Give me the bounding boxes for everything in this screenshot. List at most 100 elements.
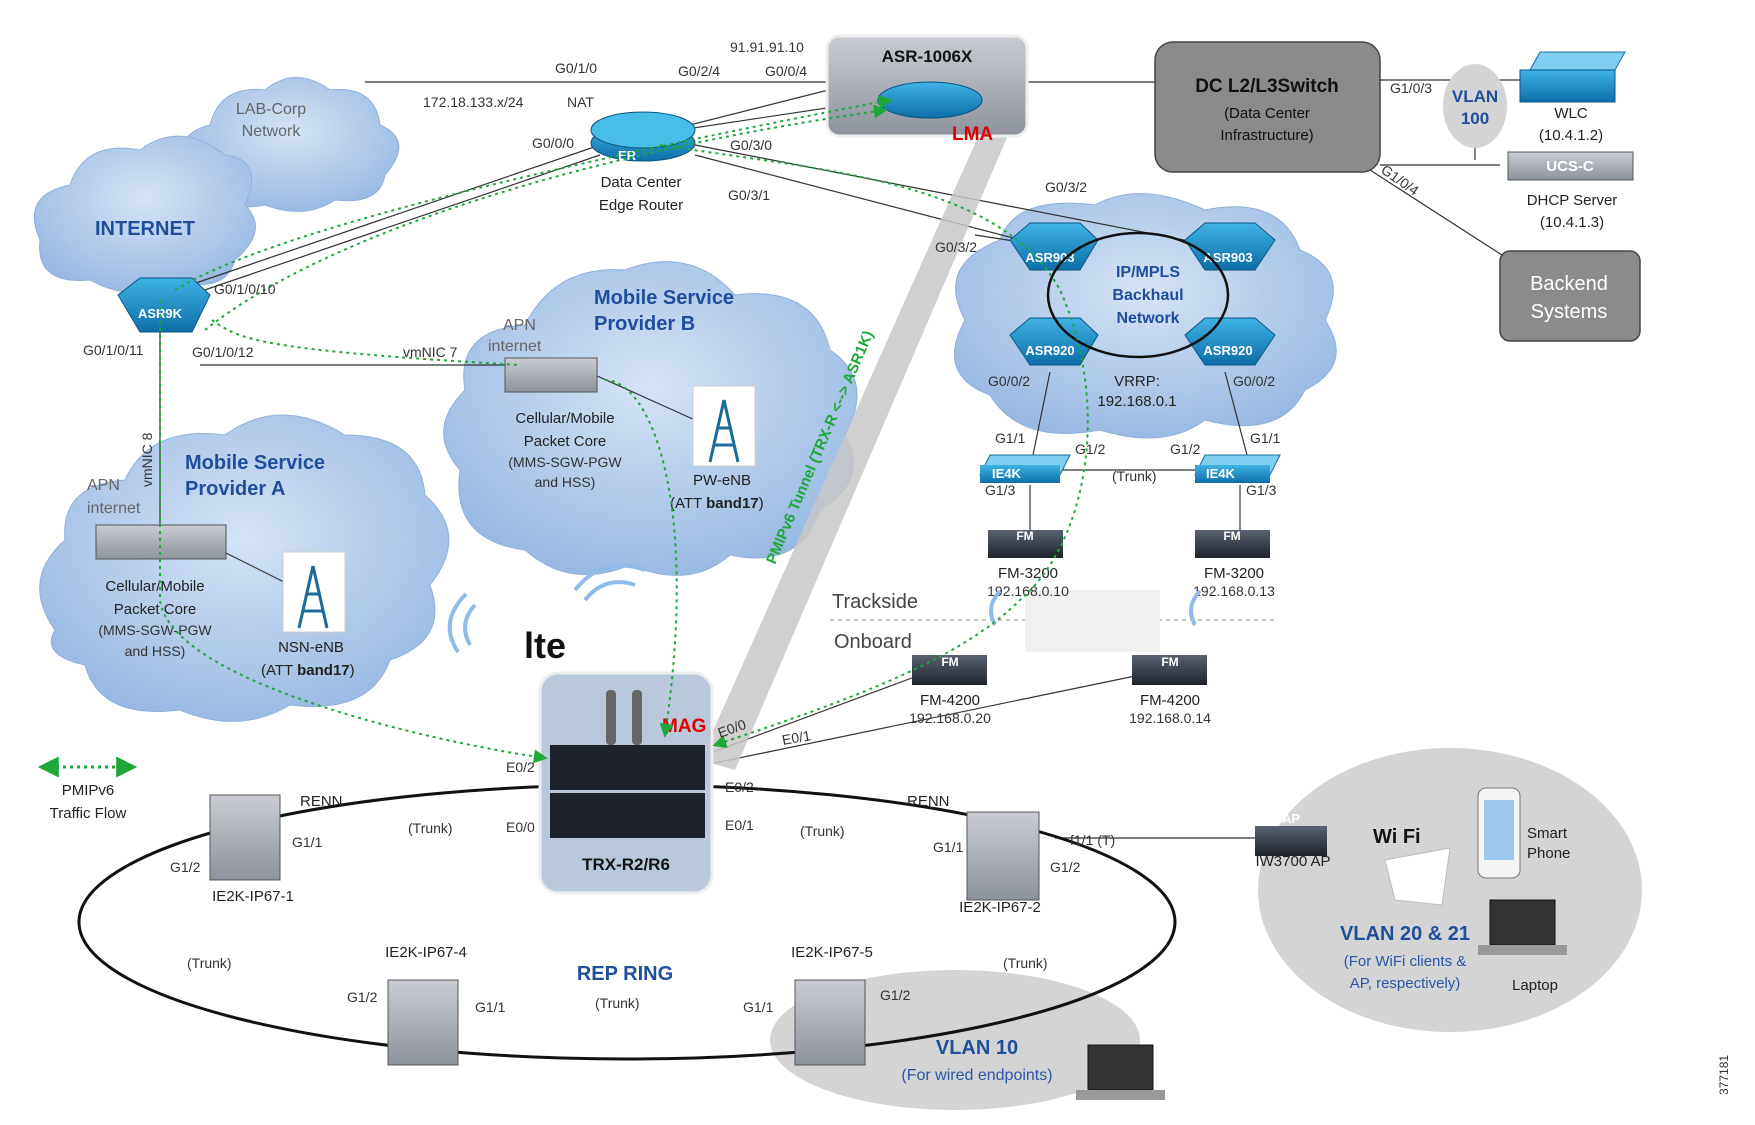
trunk-label-2: (Trunk) [800,823,845,839]
mpls-ring [1046,231,1230,359]
port-trunk-ie4k: (Trunk) [1112,468,1157,484]
renn-1-label: RENN [300,793,343,810]
core-b-label-4: and HSS) [535,474,596,490]
port-g0-3-2-a: G0/3/2 [1045,179,1087,195]
ie2k-ip67-4[interactable]: IE2K-IP67-4 [385,944,467,1066]
msp-b-label-2: Provider B [594,313,695,335]
fm3200-b-label: FM-3200 [1204,565,1264,582]
asr1006x-router[interactable]: ASR-1006X LMA [825,34,1029,145]
wifi-logo-text: Wi Fi [1373,826,1421,848]
ring-port-g1-1-b: G1/1 [933,839,964,855]
backend-label-2: Systems [1531,301,1608,323]
asr903-b-label: ASR903 [1203,250,1252,265]
pmipv6-legend: PMIPv6 Traffic Flow [37,756,138,822]
asr9k-router[interactable]: ASR9K [117,277,211,333]
dc-switch[interactable]: DC L2/L3Switch (Data Center Infrastructu… [1154,41,1381,173]
trx-r2-r6-router[interactable]: MAG TRX-R2/R6 [538,671,714,895]
asr920-b-router[interactable]: ASR920 [1184,317,1276,366]
vrrp-label-2: 192.168.0.1 [1097,393,1176,410]
dc-switch-label-3: Infrastructure) [1220,127,1313,144]
trunk-label-4: (Trunk) [595,995,640,1011]
core-b-label-3: (MMS-SGW-PGW [508,454,622,470]
ring-port-g1-1-c: G1/1 [475,999,506,1015]
port-g1-3-a: G1/3 [985,482,1016,498]
pw-enb-tower[interactable]: PW-eNB (ATT band17) [670,385,764,512]
legend-label-1: PMIPv6 [62,782,115,799]
wifi-logo: Wi Fi [1373,826,1451,906]
ucs-label-1: DHCP Server [1527,192,1618,209]
wlc-device[interactable]: WLC (10.4.1.2) [1519,51,1626,144]
fm4200-a[interactable]: FM FM-4200 192.168.0.20 [909,655,991,726]
data-center-edge-router[interactable]: ER Data Center Edge Router [590,111,696,214]
port-ip-172: 172.18.133.x/24 [423,94,524,110]
asr920-a-router[interactable]: ASR920 [1009,317,1099,366]
port-g0-1-0-11: G0/1/0/11 [83,342,144,358]
port-labels: G0/1/0 172.18.133.x/24 NAT 91.91.91.10 G… [83,39,1432,1015]
vrrp-label-1: VRRP: [1114,373,1160,390]
figure-id: 377181 [1717,1055,1731,1095]
fm3200-a[interactable]: FM FM-3200 192.168.0.10 [987,529,1069,599]
fm4200-b[interactable]: FM FM-4200 192.168.0.14 [1129,655,1211,726]
asr920-b-label: ASR920 [1203,343,1252,358]
ie2k-ip67-2[interactable]: IE2K-IP67-2 RENN [907,793,1041,916]
smartphone-label-2: Phone [1527,845,1570,862]
ie2k-ip67-1[interactable]: IE2K-IP67-1 RENN [209,793,343,905]
ipmpls-label-2: Backhaul [1112,287,1183,304]
msp-a-label-1: Mobile Service [185,452,325,474]
wired-laptop[interactable] [1076,1044,1165,1100]
port-g0-0-2-a: G0/0/2 [988,373,1030,389]
backend-systems[interactable]: Backend Systems [1499,250,1641,342]
dc-switch-label-1: DC L2/L3Switch [1195,76,1339,97]
port-g0-2-4: G0/2/4 [678,63,720,79]
port-g0-3-2-b: G0/3/2 [935,239,977,255]
asr903-a-router[interactable]: ASR903 [1009,222,1099,271]
port-g0-1-0-12: G0/1/0/12 [192,344,254,360]
packet-core-b[interactable]: APN internet Cellular/Mobile Packet Core… [488,317,622,490]
ucs-dhcp-server[interactable]: UCS-C DHCP Server (10.4.1.3) [1507,151,1634,231]
wlc-label-2: (10.4.1.2) [1539,127,1603,144]
trunk-label-1: (Trunk) [408,820,453,836]
vlan100-label-2: 100 [1461,109,1489,128]
ie2k-ip67-5[interactable]: IE2K-IP67-5 [791,944,873,1066]
msp-b-label-1: Mobile Service [594,287,734,309]
trx-label: TRX-R2/R6 [582,855,670,874]
port-g1-2-a: G1/2 [1075,441,1106,457]
ucs-icon-label: UCS-C [1546,158,1594,175]
trackside-label: Trackside [832,591,918,613]
fm3200-b-ip: 192.168.0.13 [1193,583,1275,599]
fm4200-b-label: FM-4200 [1140,692,1200,709]
iw3700-ap[interactable]: AP IW3700 AP [1255,811,1331,870]
ie4k-a-label: IE4K [992,466,1022,481]
trunk-label-3: (Trunk) [187,955,232,971]
port-ip-91: 91.91.91.10 [730,39,804,55]
ipmpls-label-1: IP/MPLS [1116,264,1180,281]
nsn-enb-band: (ATT band17) [261,662,355,679]
fm3200-b[interactable]: FM FM-3200 192.168.0.13 [1193,529,1275,599]
core-b-label-2: Packet Core [524,433,607,450]
ie2k-1-label: IE2K-IP67-1 [212,888,294,905]
ie2k-5-label: IE2K-IP67-5 [791,944,873,961]
apn-b-label-2: internet [488,338,542,355]
fm3200-b-icon: FM [1223,529,1240,543]
ie2k-2-label: IE2K-IP67-2 [959,899,1041,916]
core-a-label-2: Packet Core [114,601,197,618]
asr903-b-router[interactable]: ASR903 [1184,222,1276,271]
port-g1-1-a: G1/1 [995,430,1026,446]
laptop-device[interactable]: Laptop [1478,899,1567,994]
nsn-enb-tower[interactable]: NSN-eNB (ATT band17) [261,551,355,679]
ie4k-b-switch[interactable]: IE4K [1194,454,1281,483]
port-e0-2-left: E0/2 [506,759,535,775]
packet-core-a[interactable]: APN internet Cellular/Mobile Packet Core… [87,477,227,659]
port-g0-0-2-b: G0/0/2 [1233,373,1275,389]
iw3700-label: IW3700 AP [1255,853,1330,870]
apn-a-label-1: APN [87,477,120,494]
legend-label-2: Traffic Flow [50,805,127,822]
ipmpls-label-3: Network [1116,310,1179,327]
backend-label-1: Backend [1530,273,1608,295]
port-nat: NAT [567,94,594,110]
renn-2-label: RENN [907,793,950,810]
ie4k-a-switch[interactable]: IE4K [979,454,1071,483]
ring-port-g1-1-d: G1/1 [743,999,774,1015]
iw3700-icon: AP [1282,811,1300,826]
smart-phone[interactable]: Smart Phone [1477,787,1570,879]
